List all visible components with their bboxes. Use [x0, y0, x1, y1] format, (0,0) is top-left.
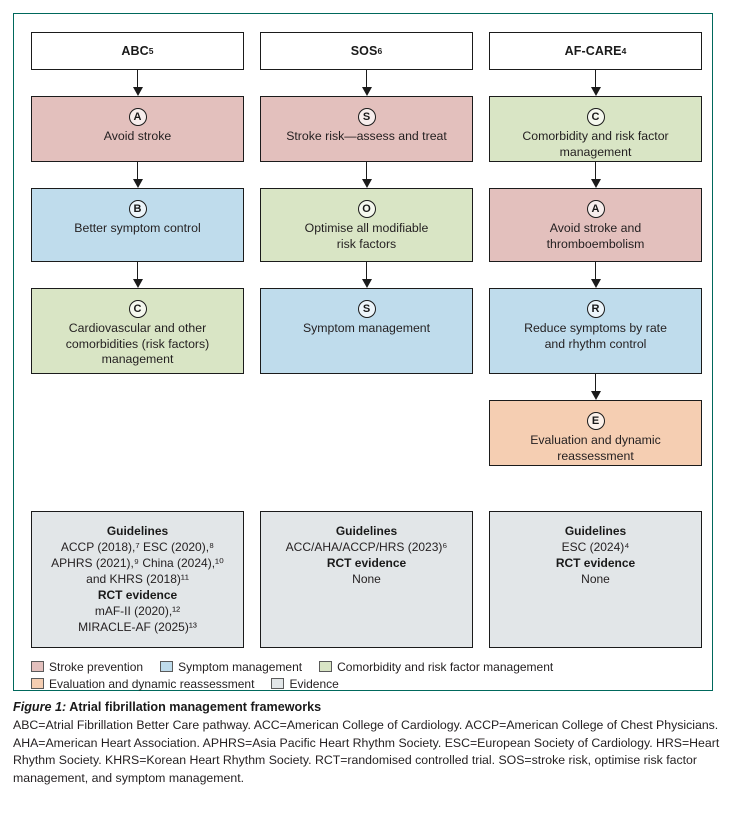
- evidence-guidelines-line: APHRS (2021),⁹ China (2024),¹⁰: [51, 556, 224, 570]
- step-box-sos-s2: S Symptom management: [260, 288, 473, 374]
- step-box-afcare-c: C Comorbidity and risk factor management: [489, 96, 702, 162]
- legend-row: Stroke prevention Symptom management Com…: [31, 658, 711, 675]
- arrow-down: [489, 374, 702, 400]
- step-badge-a: A: [128, 108, 147, 126]
- evidence-rct-line: mAF-II (2020),¹²: [94, 604, 181, 618]
- arrow-down: [260, 262, 473, 288]
- legend-item-evaluation: Evaluation and dynamic reassessment: [31, 677, 254, 691]
- step-label-afcare-a: Avoid stroke and thromboembolism: [546, 221, 645, 251]
- column-header-abc-name: ABC: [121, 44, 149, 58]
- evidence-rct-line: None: [352, 572, 381, 586]
- legend-swatch-icon: [271, 678, 285, 689]
- evidence-rct-line: MIRACLE-AF (2025)¹³: [78, 620, 197, 634]
- arrow-down: [31, 70, 244, 96]
- arrow-down: [260, 162, 473, 188]
- step-label-sos-s2: Symptom management: [302, 321, 431, 335]
- step-badge-c: C: [128, 300, 147, 318]
- step-label-abc-c: Cardiovascular and other comorbidities (…: [65, 321, 210, 366]
- figure-caption-body: ABC=Atrial Fibrillation Better Care path…: [13, 718, 720, 785]
- evidence-rct-line: None: [581, 572, 610, 586]
- step-box-abc-c: C Cardiovascular and other comorbidities…: [31, 288, 244, 374]
- step-box-afcare-a: A Avoid stroke and thromboembolism: [489, 188, 702, 262]
- step-box-sos-s1: S Stroke risk—assess and treat: [260, 96, 473, 162]
- legend-label: Comorbidity and risk factor management: [337, 659, 554, 674]
- legend-row: Evaluation and dynamic reassessment Evid…: [31, 675, 711, 692]
- arrow-down: [489, 162, 702, 188]
- step-label-abc-b: Better symptom control: [74, 221, 201, 235]
- legend-label: Evidence: [289, 676, 339, 691]
- legend-item-evidence: Evidence: [271, 676, 339, 691]
- evidence-guidelines-heading: Guidelines: [106, 524, 169, 538]
- step-badge-b: B: [128, 200, 147, 218]
- step-badge-c: C: [586, 108, 605, 126]
- legend-label: Evaluation and dynamic reassessment: [49, 676, 255, 691]
- step-box-sos-o: O Optimise all modifiable risk factors: [260, 188, 473, 262]
- arrow-down: [31, 262, 244, 288]
- figure-caption-label: Figure 1:: [13, 700, 67, 714]
- evidence-guidelines-line: ACCP (2018),⁷ ESC (2020),⁸: [60, 540, 215, 554]
- legend-item-stroke-prevention: Stroke prevention: [31, 660, 143, 674]
- evidence-box-sos: Guidelines ACC/AHA/ACCP/HRS (2023)⁶ RCT …: [260, 511, 473, 648]
- arrow-down: [260, 70, 473, 96]
- step-label-afcare-r: Reduce symptoms by rate and rhythm contr…: [524, 321, 667, 351]
- evidence-box-afcare: Guidelines ESC (2024)⁴ RCT evidence None: [489, 511, 702, 648]
- step-box-afcare-e: E Evaluation and dynamic reassessment: [489, 400, 702, 466]
- step-badge-a: A: [586, 200, 605, 218]
- legend-swatch-icon: [160, 661, 174, 672]
- legend-label: Symptom management: [178, 659, 303, 674]
- legend-item-comorbidity: Comorbidity and risk factor management: [319, 660, 553, 674]
- arrow-down: [31, 162, 244, 188]
- evidence-rct-heading: RCT evidence: [326, 556, 407, 570]
- step-box-afcare-r: R Reduce symptoms by rate and rhythm con…: [489, 288, 702, 374]
- step-label-sos-o: Optimise all modifiable risk factors: [304, 221, 429, 251]
- step-label-sos-s1: Stroke risk—assess and treat: [286, 129, 447, 143]
- arrow-down: [489, 262, 702, 288]
- step-badge-s: S: [357, 300, 376, 318]
- evidence-guidelines-line: ESC (2024)⁴: [561, 540, 630, 554]
- evidence-guidelines-line: and KHRS (2018)¹¹: [86, 572, 189, 586]
- evidence-box-abc: Guidelines ACCP (2018),⁷ ESC (2020),⁸ AP…: [31, 511, 244, 648]
- legend: Stroke prevention Symptom management Com…: [31, 658, 711, 692]
- step-box-abc-b: B Better symptom control: [31, 188, 244, 262]
- evidence-guidelines-heading: Guidelines: [335, 524, 398, 538]
- evidence-rct-heading: RCT evidence: [97, 588, 178, 602]
- step-box-abc-a: A Avoid stroke: [31, 96, 244, 162]
- step-label-afcare-e: Evaluation and dynamic reassessment: [530, 433, 661, 463]
- evidence-guidelines-line: ACC/AHA/ACCP/HRS (2023)⁶: [285, 540, 448, 554]
- legend-item-symptom-management: Symptom management: [160, 660, 302, 674]
- step-badge-e: E: [586, 412, 605, 430]
- legend-swatch-icon: [319, 661, 333, 672]
- figure-caption-title-text: Atrial fibrillation management framework…: [66, 700, 322, 714]
- figure-caption: Figure 1: Atrial fibrillation management…: [13, 699, 725, 787]
- step-label-abc-a: Avoid stroke: [103, 129, 172, 143]
- legend-label: Stroke prevention: [49, 659, 144, 674]
- step-badge-s: S: [357, 108, 376, 126]
- arrow-down: [489, 70, 702, 96]
- evidence-rct-heading: RCT evidence: [555, 556, 636, 570]
- step-label-afcare-c: Comorbidity and risk factor management: [522, 129, 669, 159]
- column-header-sos-name: SOS: [350, 44, 378, 58]
- figure-caption-title: Figure 1: Atrial fibrillation management…: [13, 699, 725, 716]
- evidence-guidelines-heading: Guidelines: [564, 524, 627, 538]
- step-badge-o: O: [357, 200, 376, 218]
- legend-swatch-icon: [31, 678, 44, 689]
- legend-swatch-icon: [31, 661, 44, 672]
- step-badge-r: R: [586, 300, 605, 318]
- column-header-afcare-name: AF-CARE: [564, 44, 622, 58]
